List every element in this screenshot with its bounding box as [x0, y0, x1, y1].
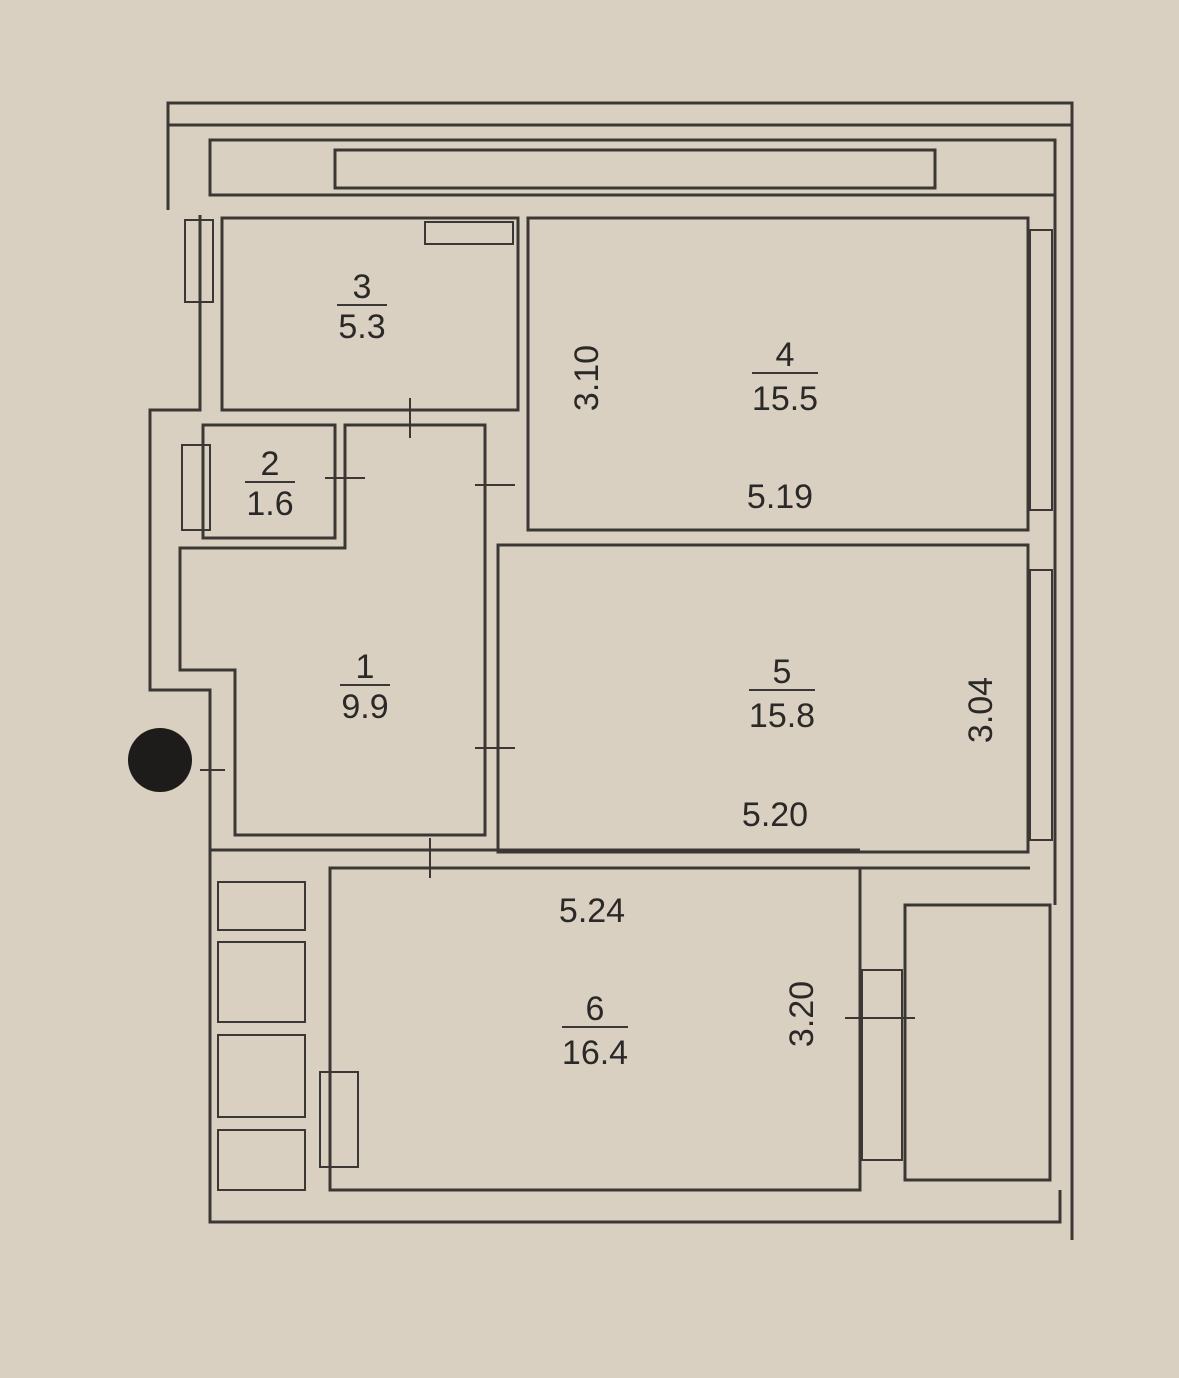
room-1-number: 1: [356, 648, 375, 686]
dimensions: 3.10 5.19 3.04 5.20 5.24 3.20: [559, 345, 1000, 1047]
room-3-area: 5.3: [338, 308, 385, 346]
room-6-number: 6: [586, 990, 605, 1028]
dimension-5-24: 5.24: [559, 892, 625, 930]
room-4-number: 4: [776, 336, 795, 374]
balcony-outline: [903, 903, 1052, 1182]
room-4-outline: [526, 216, 1030, 532]
room-1-area: 9.9: [341, 688, 388, 726]
dimension-5-19: 5.19: [747, 478, 813, 516]
room-labels: 1 9.9 2 1.6 3 5.3 4 15.5 5 15.8 6 16.4: [245, 268, 818, 1072]
room-6-outline: [328, 866, 862, 1192]
dimension-3-10: 3.10: [568, 345, 606, 411]
room-5-area: 15.8: [749, 697, 815, 735]
room-5-number: 5: [773, 653, 792, 691]
room-3-number: 3: [353, 268, 372, 306]
dimension-3-20: 3.20: [783, 981, 821, 1047]
room-2-area: 1.6: [246, 485, 293, 523]
smudge-mark: [128, 728, 192, 792]
room-6-area: 16.4: [562, 1034, 628, 1072]
room-1-outline: [178, 423, 487, 837]
dimension-3-04: 3.04: [962, 677, 1000, 743]
room-5-outline: [496, 543, 1030, 854]
room-3-outline: [220, 216, 520, 412]
room-2-outline: [201, 423, 337, 540]
room-4-area: 15.5: [752, 380, 818, 418]
walls: [128, 101, 1074, 1240]
room-2-number: 2: [261, 445, 280, 483]
dimension-5-20: 5.20: [742, 796, 808, 834]
